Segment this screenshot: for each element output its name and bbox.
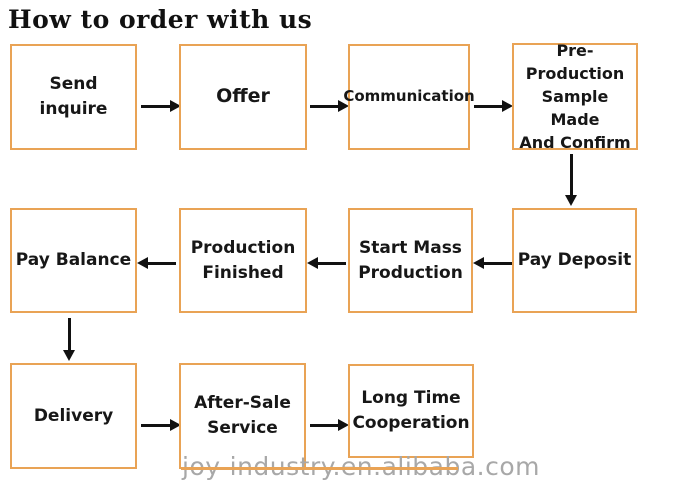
arrow-left-icon xyxy=(137,257,176,269)
flow-step-send-inquire: Send inquire xyxy=(10,44,137,150)
flow-step-communication: Communication xyxy=(343,44,475,150)
arrow-right-icon xyxy=(310,419,349,431)
flow-step-pay-deposit: Pay Deposit xyxy=(512,208,637,313)
flow-step-pre-production-sample: Pre-Production Sample Made And Confirm xyxy=(512,41,638,152)
arrow-left-icon xyxy=(307,257,346,269)
arrow-down-icon xyxy=(63,318,75,361)
page-title: How to order with us xyxy=(8,5,313,34)
arrow-right-icon xyxy=(141,419,181,431)
flow-step-after-sale-service: After-Sale Service xyxy=(179,363,306,469)
arrow-left-icon xyxy=(473,257,512,269)
arrow-right-icon xyxy=(310,100,349,112)
flow-step-pay-balance: Pay Balance xyxy=(10,208,137,313)
flow-step-offer: Offer xyxy=(179,44,307,150)
watermark-url: joy-industry.en.alibaba.com xyxy=(182,452,541,481)
watermark-strikethrough-line xyxy=(181,467,458,470)
arrow-down-icon xyxy=(565,154,577,206)
flow-step-delivery: Delivery xyxy=(10,363,137,469)
arrow-right-icon xyxy=(474,100,513,112)
flow-step-production-finished: Production Finished xyxy=(179,208,307,313)
flow-step-long-time-cooperation: Long Time Cooperation xyxy=(348,364,474,458)
flow-step-start-mass-production: Start Mass Production xyxy=(348,208,473,313)
arrow-right-icon xyxy=(141,100,181,112)
